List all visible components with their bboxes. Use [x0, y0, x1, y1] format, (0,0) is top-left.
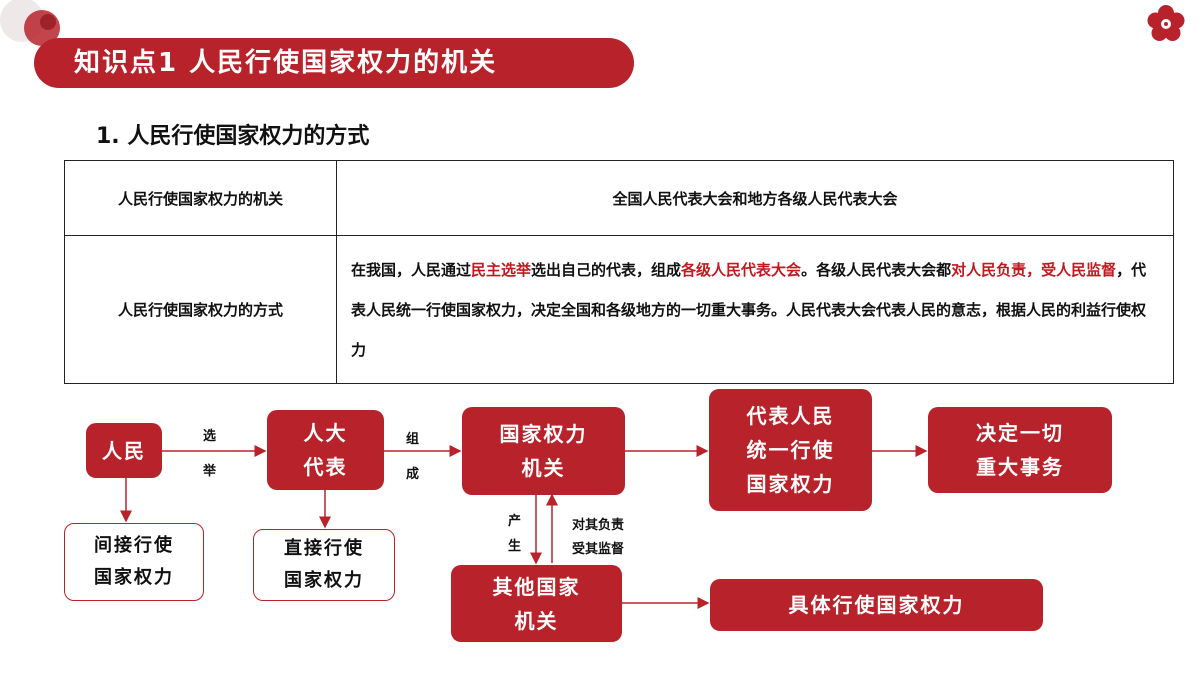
info-table: 人民行使国家权力的机关 全国人民代表大会和地方各级人民代表大会 人民行使国家权力… [64, 160, 1174, 384]
ink-corner-decoration [0, 0, 60, 46]
section-title-banner: 知识点1 人民行使国家权力的机关 [34, 38, 634, 88]
label-supervised: 受其监督 [572, 542, 625, 557]
plum-flower-icon [1147, 5, 1185, 41]
node-direct-power: 直接行使国家权力 [253, 529, 395, 601]
text-segment: 。各级人民代表大会都 [801, 260, 952, 279]
table-row: 人民行使国家权力的方式 在我国，人民通过民主选举选出自己的代表，组成各级人民代表… [64, 235, 1174, 384]
row2-label: 人民行使国家权力的方式 [64, 235, 337, 384]
label-responsible: 对其负责 [572, 518, 625, 533]
node-indirect-power: 间接行使国家权力 [64, 523, 204, 601]
highlight-democratic-election: 民主选举 [471, 260, 532, 279]
label-elect-1: 选 [203, 429, 217, 444]
node-people: 人民 [86, 423, 162, 478]
label-form-2: 成 [406, 467, 420, 482]
label-produce-1: 产 [508, 514, 522, 529]
label-produce-2: 生 [508, 539, 522, 554]
row2-value: 在我国，人民通过民主选举选出自己的代表，组成各级人民代表大会。各级人民代表大会都… [336, 235, 1174, 384]
highlight-responsibility: 对人民负责，受人民监督 [951, 260, 1117, 279]
node-other-organs: 其他国家机关 [451, 565, 622, 642]
node-represent-people: 代表人民统一行使国家权力 [709, 389, 872, 511]
node-npc-deputies: 人大代表 [267, 410, 384, 490]
row1-value: 全国人民代表大会和地方各级人民代表大会 [336, 160, 1174, 236]
label-elect-2: 举 [203, 464, 217, 479]
table-row: 人民行使国家权力的机关 全国人民代表大会和地方各级人民代表大会 [64, 160, 1174, 236]
node-decide-affairs: 决定一切重大事务 [928, 407, 1112, 493]
section-subtitle: 1. 人民行使国家权力的方式 [96, 124, 370, 149]
node-specific-power: 具体行使国家权力 [710, 579, 1043, 631]
text-segment: ，代表人民统一行使国家权力，决定全国和各级地方的一切重大事务。人民代表大会代表人… [351, 260, 1147, 359]
text-segment: 选出自己的代表，组成 [531, 260, 682, 279]
row1-label: 人民行使国家权力的机关 [64, 160, 337, 236]
highlight-congress: 各级人民代表大会 [681, 260, 802, 279]
node-state-power-organ: 国家权力机关 [462, 407, 625, 495]
text-segment: 在我国，人民通过 [351, 260, 472, 279]
label-form-1: 组 [406, 432, 420, 447]
